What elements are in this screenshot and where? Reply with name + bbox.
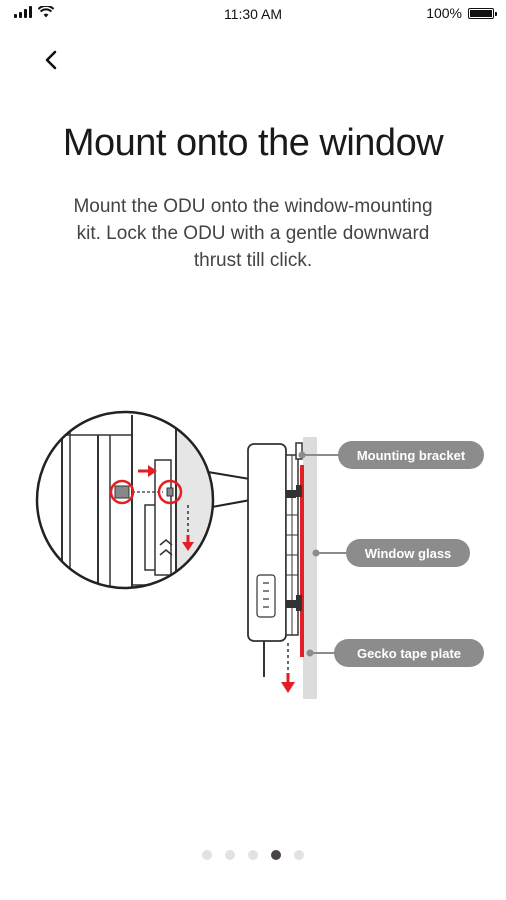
gecko-tape-plate-shape bbox=[300, 465, 304, 657]
page-indicator[interactable] bbox=[0, 850, 506, 860]
page-dot[interactable] bbox=[202, 850, 212, 860]
status-left bbox=[14, 6, 54, 18]
page-dot[interactable] bbox=[294, 850, 304, 860]
page-description: Mount the ODU onto the window-mounting k… bbox=[73, 196, 433, 271]
status-bar: 11:30 AM 100% bbox=[0, 0, 506, 28]
down-arrow-icon bbox=[281, 682, 295, 693]
status-right: 100% bbox=[426, 5, 497, 21]
window-glass-shape bbox=[303, 437, 317, 699]
page-title: Mount onto the window bbox=[62, 122, 444, 164]
page-dot[interactable] bbox=[225, 850, 235, 860]
svg-text:Mounting bracket: Mounting bracket bbox=[357, 448, 466, 463]
wifi-icon bbox=[38, 6, 54, 18]
mounting-illustration: Mounting bracket Window glass Gecko tape… bbox=[35, 410, 484, 699]
page-dot[interactable] bbox=[248, 850, 258, 860]
label-gecko-tape-plate: Gecko tape plate bbox=[334, 639, 484, 667]
signal-icon bbox=[14, 6, 32, 18]
label-mounting-bracket: Mounting bracket bbox=[338, 441, 484, 469]
battery-percent: 100% bbox=[426, 5, 462, 21]
page-dot[interactable] bbox=[271, 850, 281, 860]
svg-text:Gecko tape plate: Gecko tape plate bbox=[357, 646, 461, 661]
battery-icon bbox=[468, 7, 497, 19]
back-button[interactable] bbox=[36, 44, 68, 76]
svg-text:Window glass: Window glass bbox=[365, 546, 452, 561]
odu-unit bbox=[247, 442, 303, 677]
chevron-left-icon bbox=[45, 50, 57, 70]
status-time: 11:30 AM bbox=[223, 6, 283, 22]
label-window-glass: Window glass bbox=[346, 539, 470, 567]
